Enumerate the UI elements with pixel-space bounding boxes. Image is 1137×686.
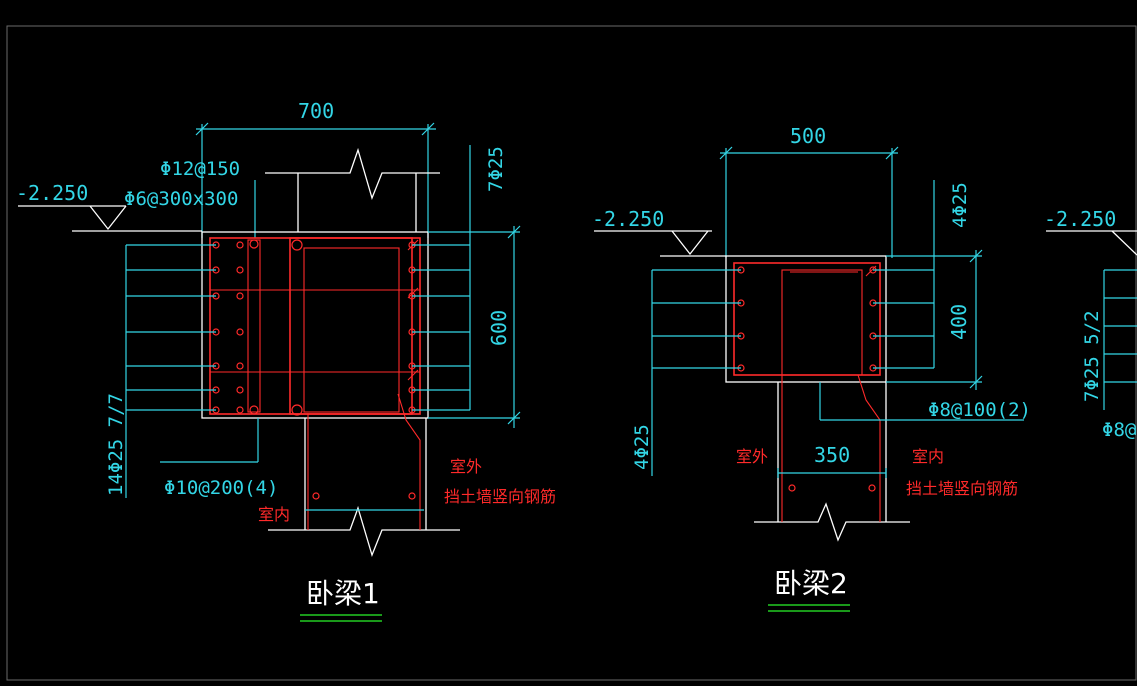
beam1-side-bars-label: 14Φ25 7/7 xyxy=(105,393,127,496)
beam1-stirrup-top-label: Φ12@150 xyxy=(160,158,240,180)
beam2-outside-label: 室外 xyxy=(736,447,768,466)
beam1-longitudinal-bars xyxy=(212,239,416,500)
beam1-outline xyxy=(201,231,429,419)
beam2-width-dimension: 500 xyxy=(719,124,899,258)
beam2-wall-bars-label: 挡土墙竖向钢筋 xyxy=(906,479,1018,498)
beam2-elevation-marker: -2.250 xyxy=(592,207,726,257)
beam1-column-above xyxy=(265,147,440,232)
beam1-width-dimension: 700 xyxy=(195,99,436,238)
beam1-inside-label: 室内 xyxy=(258,505,290,524)
beam1-title: 卧梁1 xyxy=(306,577,380,610)
beam1-right-leaders xyxy=(412,145,471,411)
beam2-title: 卧梁2 xyxy=(774,567,848,600)
beam3-section-partial[interactable]: -2.250 7Φ25 5/2 Φ8@ xyxy=(1044,207,1137,441)
beam2-stirrups xyxy=(733,262,881,376)
beam1-width-text: 700 xyxy=(298,99,334,123)
beam2-elevation-text: -2.250 xyxy=(592,207,664,231)
beam2-stirrup-main-label: Φ8@100(2) xyxy=(928,399,1031,421)
beam1-elevation-marker: -2.250 xyxy=(16,181,202,232)
beam3-side-bars-label: 7Φ25 5/2 xyxy=(1081,310,1103,402)
beam1-elevation-text: -2.250 xyxy=(16,181,88,205)
beam2-outline xyxy=(725,255,887,383)
viewport-frame xyxy=(6,25,1137,681)
beam2-right-leaders xyxy=(819,180,1024,421)
beam3-stirrup-main-label: Φ8@ xyxy=(1102,419,1136,441)
beam2-left-leaders xyxy=(651,269,741,476)
beam1-stirrup-top2-label: Φ6@300x300 xyxy=(124,188,238,210)
beam1-height-text: 600 xyxy=(487,310,511,346)
beam2-height-dimension: 400 xyxy=(886,249,983,390)
beam2-top-bars-label: 4Φ25 xyxy=(949,182,971,228)
beam2-height-text: 400 xyxy=(947,304,971,340)
beam1-outside-label: 室外 xyxy=(450,457,482,476)
beam1-section[interactable]: 700 -2.250 Φ12@150 Φ6@300x300 xyxy=(16,99,556,622)
beam1-wall-bars-label: 挡土墙竖向钢筋 xyxy=(444,487,556,506)
beam2-section[interactable]: 500 -2.250 xyxy=(592,124,1031,612)
beam2-inside-label: 室内 xyxy=(912,447,944,466)
beam1-height-dimension: 600 xyxy=(428,225,521,428)
beam2-wall-dim-text: 350 xyxy=(814,443,850,467)
beam2-side-bars-label: 4Φ25 xyxy=(631,424,653,470)
beam2-width-text: 500 xyxy=(790,124,826,148)
beam1-left-leaders xyxy=(125,244,259,498)
beam3-elevation-text: -2.250 xyxy=(1044,207,1116,231)
beam1-stirrup-main-label: Φ10@200(4) xyxy=(164,477,278,499)
beam1-stirrups xyxy=(209,237,421,415)
beam1-top-bars-label: 7Φ25 xyxy=(485,146,507,192)
beam1-wall-below xyxy=(268,418,460,557)
beam2-wall-below xyxy=(754,382,910,542)
